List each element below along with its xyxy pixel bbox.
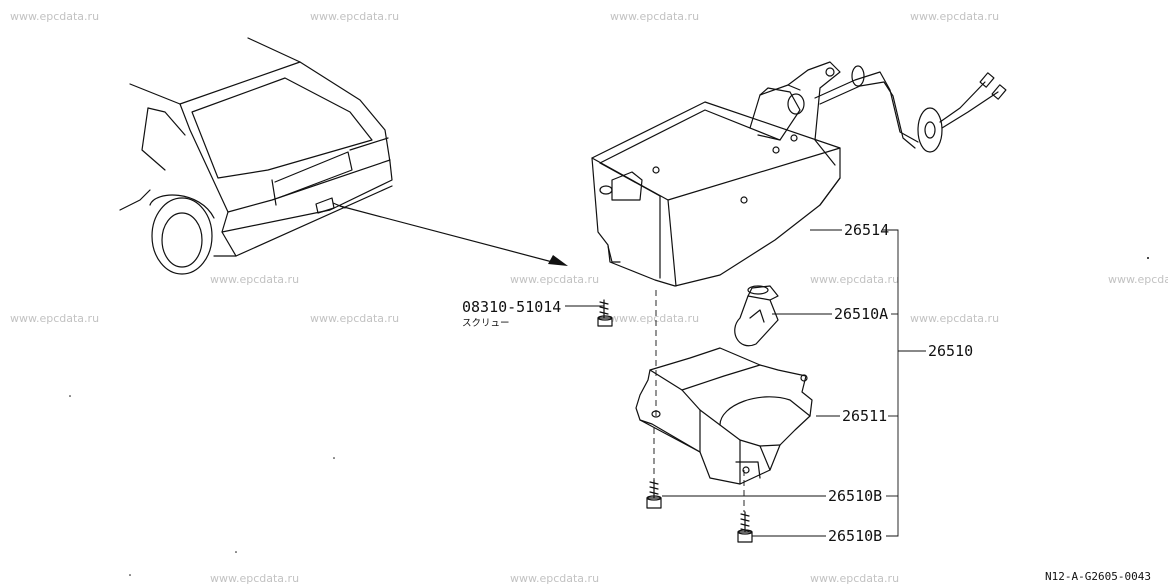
watermark: www.epcdata.ru bbox=[510, 273, 599, 286]
callout-housing: 26511 bbox=[842, 407, 887, 425]
lamp-socket-wiring bbox=[749, 61, 1007, 166]
callout-assembly: 26510 bbox=[928, 342, 973, 360]
callout-bulb: 26510A bbox=[834, 305, 888, 323]
screw-26510b-lower bbox=[737, 511, 753, 543]
callout-screw-b2: 26510B bbox=[828, 527, 882, 545]
watermark: www.epcdata.ru bbox=[810, 572, 899, 584]
lamp-housing-26511 bbox=[635, 347, 813, 485]
watermark: www.epcdata.ru bbox=[10, 10, 99, 23]
watermark: www.epcdata.ru bbox=[210, 572, 299, 584]
watermark: www.epcdata.ru bbox=[310, 312, 399, 325]
callout-screw-b1: 26510B bbox=[828, 487, 882, 505]
scan-specks bbox=[69, 257, 1149, 576]
watermark: www.epcdata.ru bbox=[910, 312, 999, 325]
callout-screw-partno: 08310-51014 bbox=[462, 298, 561, 316]
watermark: www.epcdata.ru bbox=[910, 10, 999, 23]
car-rear-illustration bbox=[119, 37, 393, 275]
license-lamp-lens-body bbox=[591, 101, 841, 287]
bulb-26510a bbox=[734, 285, 779, 347]
watermark: www.epcdata.ru bbox=[1108, 273, 1168, 286]
watermark: www.epcdata.ru bbox=[10, 312, 99, 325]
watermark: www.epcdata.ru bbox=[310, 10, 399, 23]
watermark: www.epcdata.ru bbox=[810, 273, 899, 286]
screw-08310 bbox=[597, 299, 613, 327]
watermark: www.epcdata.ru bbox=[610, 312, 699, 325]
screw-26510b-upper bbox=[646, 479, 662, 509]
watermark: www.epcdata.ru bbox=[510, 572, 599, 584]
pointer-arrow bbox=[339, 205, 568, 266]
alignment-lines bbox=[653, 290, 745, 512]
callout-screw-name: スクリュー bbox=[462, 318, 510, 329]
watermarks: www.epcdata.ru www.epcdata.ru www.epcdat… bbox=[10, 10, 1168, 584]
callout-lens-body: 26514 bbox=[844, 221, 889, 239]
watermark: www.epcdata.ru bbox=[210, 273, 299, 286]
watermark: www.epcdata.ru bbox=[610, 10, 699, 23]
leader-lines bbox=[565, 229, 926, 537]
diagram-ref-code: N12-A-G2605-0043 bbox=[1045, 570, 1151, 583]
callout-labels: 08310-51014 スクリュー 26514 26510A 26510 265… bbox=[462, 221, 973, 545]
